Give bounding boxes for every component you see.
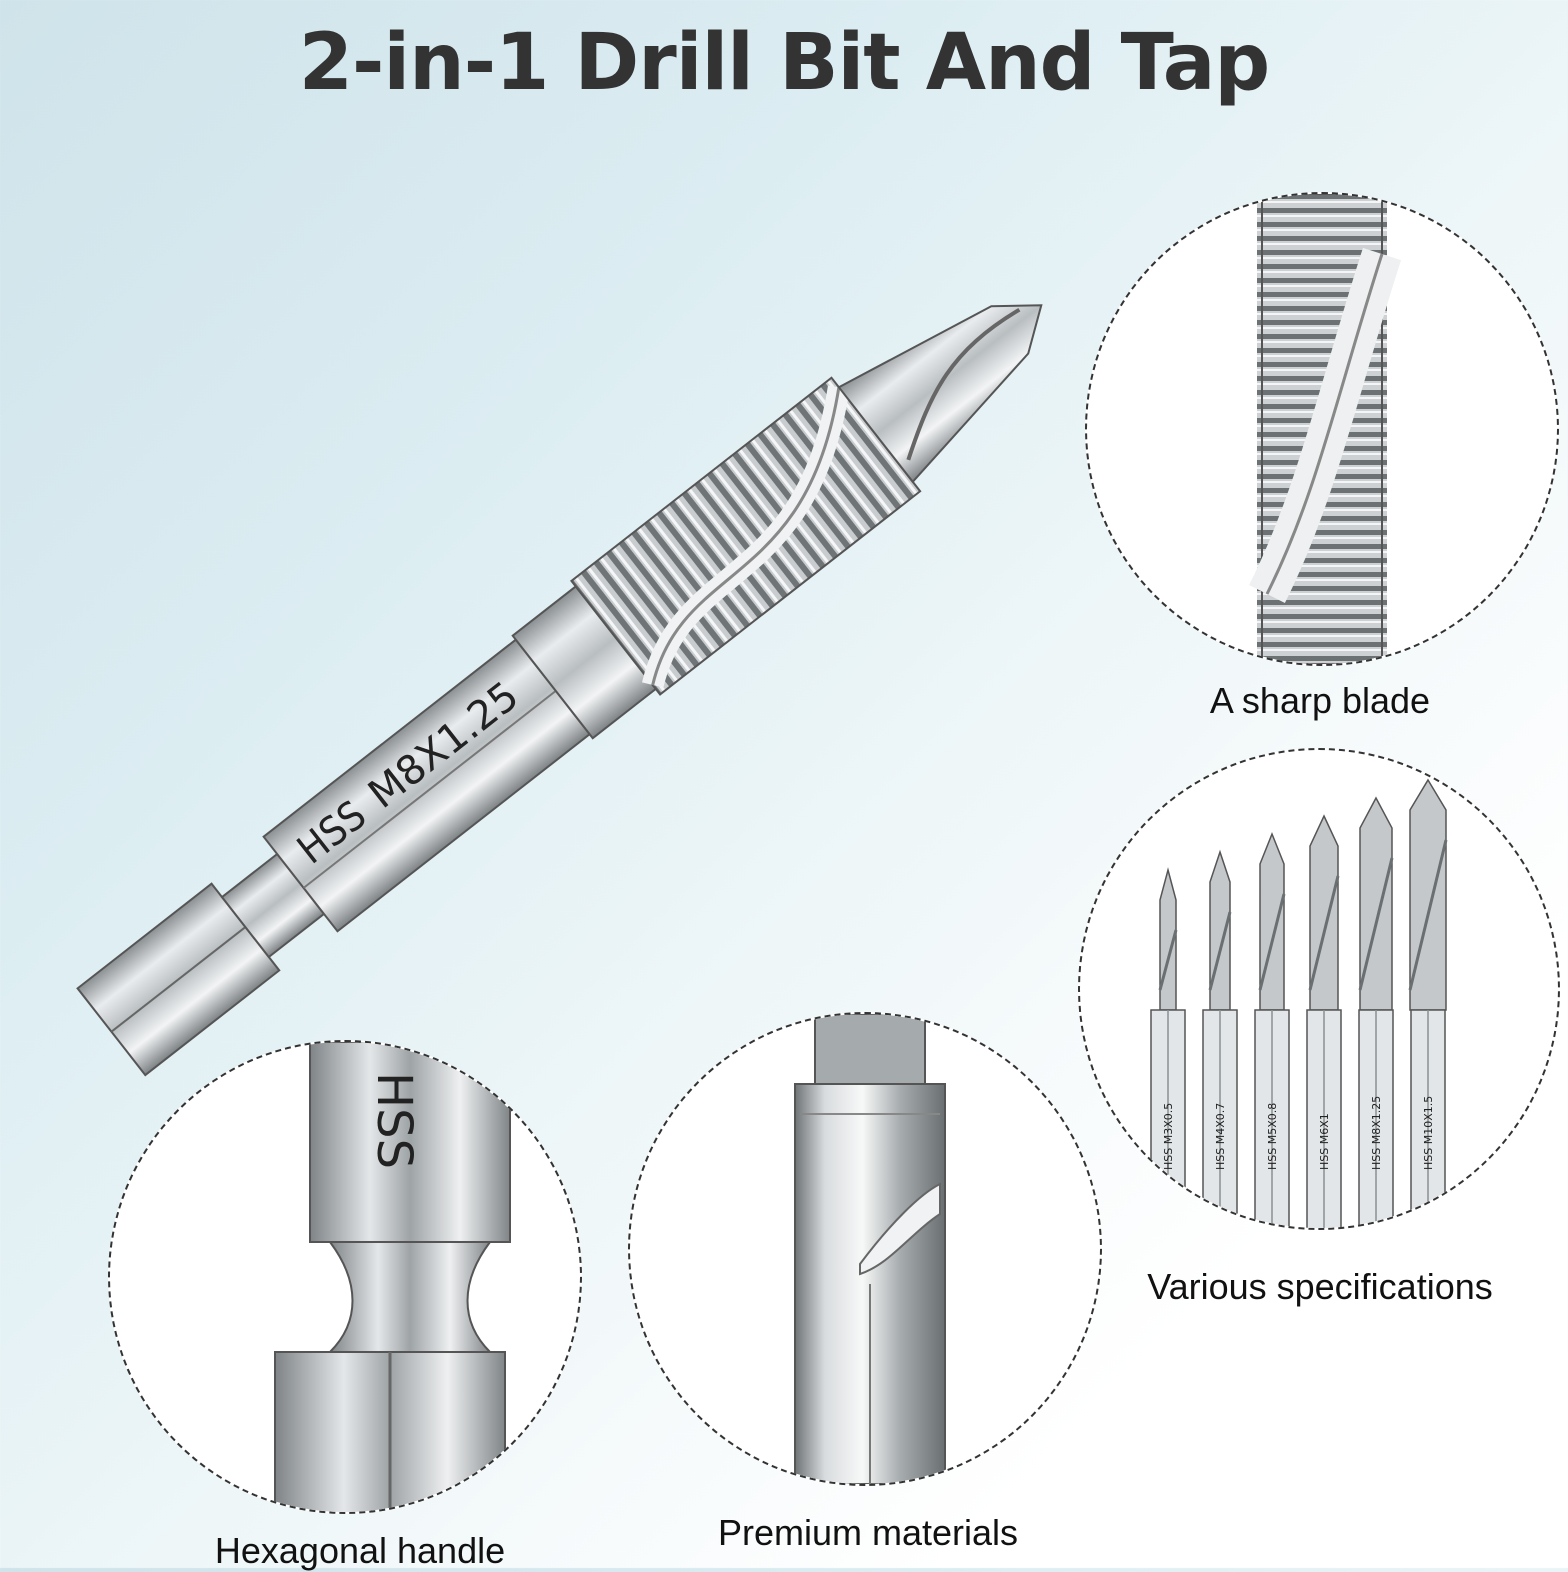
specifications-caption: Various specifications	[1147, 1266, 1493, 1307]
spec-label: HSS M5X0.8	[1266, 1103, 1279, 1170]
drill-bit-m10x1-5: HSS M10X1.5	[1408, 778, 1448, 1228]
drill-bit-m5x0-8: HSS M5X0.8	[1254, 831, 1290, 1228]
premium-materials-caption: Premium materials	[717, 1512, 1019, 1553]
spec-label: HSS M10X1.5	[1422, 1096, 1435, 1170]
hexagonal-handle-detail-circle: HSS	[108, 1040, 582, 1514]
main-drill-bit-image: HSS M8X1.25	[0, 130, 1200, 1180]
drill-bit-m4x0-7: HSS M4X0.7	[1202, 849, 1238, 1228]
spec-label: HSS M8X1.25	[1370, 1096, 1383, 1170]
spec-label: HSS M3X0.5	[1162, 1103, 1175, 1170]
drill-bit-m8x1-25: HSS M8X1.25	[1358, 796, 1394, 1228]
thread-closeup-image	[1249, 194, 1402, 664]
drill-bit-m6x1: HSS M6X1	[1306, 814, 1342, 1228]
hexagonal-handle-caption: Hexagonal handle	[214, 1530, 506, 1571]
premium-materials-detail-circle	[628, 1012, 1102, 1486]
spec-label: HSS M4X0.7	[1214, 1103, 1227, 1170]
specifications-detail-circle: HSS M3X0.5 HSS M4X0.7 HSS M5X0.8 HSS M6X1 HS…	[1078, 748, 1560, 1230]
sharp-blade-caption: A sharp blade	[1209, 680, 1431, 721]
spec-label: HSS M6X1	[1318, 1113, 1331, 1170]
hex-handle-closeup-image: HSS	[274, 1042, 511, 1512]
sharp-blade-detail-circle	[1085, 192, 1559, 666]
drill-set-image: HSS M3X0.5 HSS M4X0.7 HSS M5X0.8 HSS M6X1 HS…	[1150, 778, 1448, 1228]
page-title: 2-in-1 Drill Bit And Tap	[298, 18, 1270, 108]
collar-closeup-image	[794, 1014, 946, 1484]
handle-material-label: HSS	[366, 1072, 422, 1169]
